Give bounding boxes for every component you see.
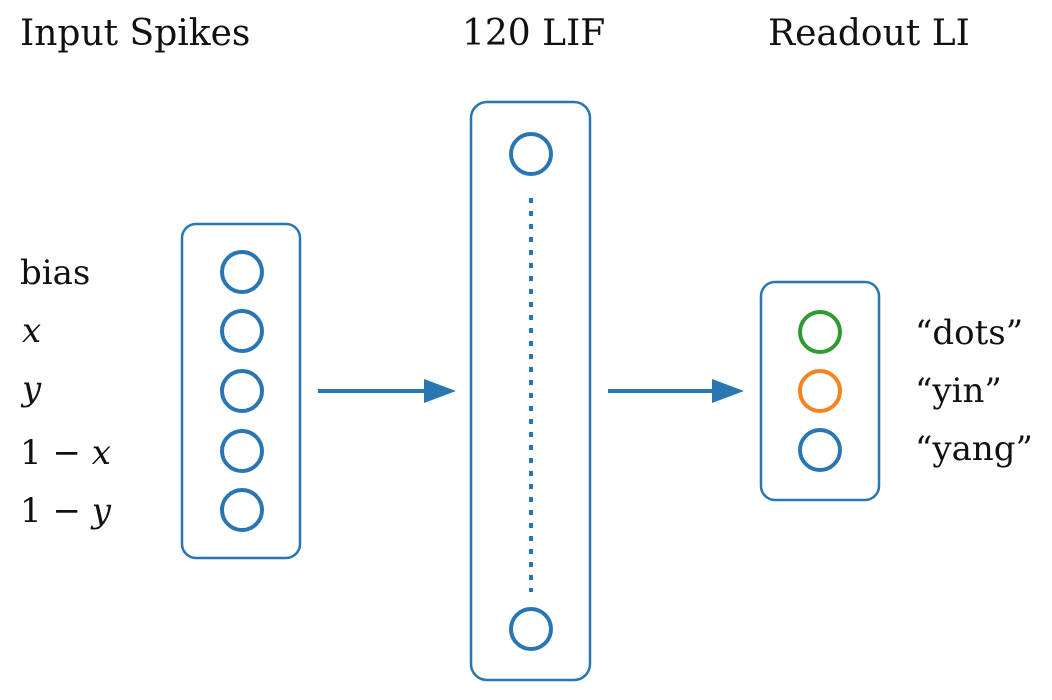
input-label-bias: bias xyxy=(20,253,91,293)
input-layer-box xyxy=(180,222,302,560)
arrowhead-input-to-hidden xyxy=(424,379,456,403)
input-label-one-minus-x: 1 − x xyxy=(20,436,111,470)
input-neuron xyxy=(220,309,264,353)
input-spikes-title: Input Spikes xyxy=(20,13,251,54)
readout-neuron-yang xyxy=(798,428,842,472)
one-minus-prefix: 1 − xyxy=(20,491,92,531)
input-neuron xyxy=(220,429,264,473)
readout-neuron-dots xyxy=(798,310,842,354)
arrowhead-hidden-to-readout xyxy=(712,379,744,403)
readout-neuron-yin xyxy=(798,369,842,413)
input-label-one-minus-y: 1 − y xyxy=(20,494,111,528)
input-neuron xyxy=(220,369,264,413)
one-minus-y-var: y xyxy=(91,491,111,531)
input-label-y: y xyxy=(22,369,42,409)
readout-label-yin: “yin” xyxy=(915,371,1002,411)
input-neuron xyxy=(220,250,264,294)
readout-layer-box xyxy=(759,280,881,502)
input-neuron xyxy=(220,488,264,532)
readout-title: Readout LI xyxy=(768,13,970,54)
one-minus-x-var: x xyxy=(91,433,111,473)
hidden-neuron-last xyxy=(509,607,553,651)
readout-label-dots: “dots” xyxy=(915,313,1024,353)
hidden-neuron-first xyxy=(509,132,553,176)
hidden-layer-title: 120 LIF xyxy=(462,13,606,54)
hidden-layer-box xyxy=(469,100,592,682)
one-minus-prefix: 1 − xyxy=(20,433,92,473)
input-label-x: x xyxy=(22,311,42,351)
readout-label-yang: “yang” xyxy=(915,429,1033,469)
